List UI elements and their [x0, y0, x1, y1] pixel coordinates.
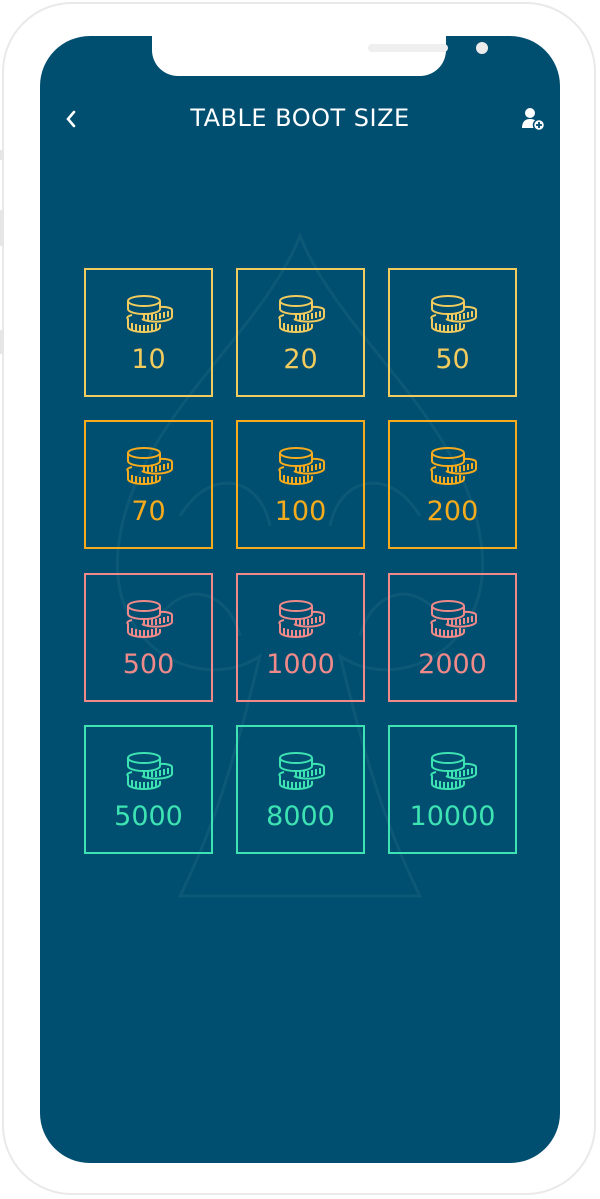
boot-size-tile-100[interactable]: 100: [236, 420, 365, 549]
boot-size-value: 20: [283, 344, 318, 375]
coins-icon: [278, 600, 325, 638]
coins-icon: [278, 447, 325, 485]
side-button: [0, 150, 4, 160]
boot-size-value: 1000: [266, 649, 335, 680]
boot-size-value: 200: [426, 496, 479, 527]
coins-icon: [278, 295, 325, 333]
boot-size-tile-10000[interactable]: 10000: [388, 725, 517, 854]
chevron-left-icon: [66, 110, 76, 128]
boot-size-value: 10000: [409, 801, 496, 832]
coins-icon: [430, 600, 477, 638]
boot-size-tile-8000[interactable]: 8000: [236, 725, 365, 854]
boot-size-tile-500[interactable]: 500: [84, 573, 213, 702]
coins-icon: [430, 295, 477, 333]
boot-size-value: 500: [122, 649, 175, 680]
boot-size-tile-5000[interactable]: 5000: [84, 725, 213, 854]
app-screen: TABLE BOOT SIZE 10 20 50 70 100: [40, 36, 560, 1163]
boot-size-value: 10: [131, 344, 166, 375]
coins-icon: [126, 295, 173, 333]
boot-size-tile-2000[interactable]: 2000: [388, 573, 517, 702]
boot-size-value: 2000: [418, 649, 487, 680]
camera: [476, 42, 488, 54]
speaker: [368, 44, 448, 52]
back-button[interactable]: [62, 106, 82, 132]
side-button: [0, 330, 4, 354]
boot-size-tile-50[interactable]: 50: [388, 268, 517, 397]
coins-icon: [126, 600, 173, 638]
add-user-icon: [522, 108, 546, 132]
boot-size-value: 70: [131, 496, 166, 527]
boot-size-tile-10[interactable]: 10: [84, 268, 213, 397]
boot-size-value: 50: [435, 344, 470, 375]
boot-size-tile-70[interactable]: 70: [84, 420, 213, 549]
boot-size-value: 8000: [266, 801, 335, 832]
side-button: [0, 210, 4, 246]
boot-size-value: 5000: [114, 801, 183, 832]
device-notch: [152, 36, 488, 76]
coins-icon: [126, 752, 173, 790]
coins-icon: [126, 447, 173, 485]
coins-icon: [430, 752, 477, 790]
coins-icon: [278, 752, 325, 790]
boot-size-tile-20[interactable]: 20: [236, 268, 365, 397]
page-title: TABLE BOOT SIZE: [190, 104, 410, 132]
boot-size-tile-1000[interactable]: 1000: [236, 573, 365, 702]
boot-size-value: 100: [274, 496, 327, 527]
boot-size-tile-200[interactable]: 200: [388, 420, 517, 549]
add-user-button[interactable]: [520, 106, 546, 132]
coins-icon: [430, 447, 477, 485]
